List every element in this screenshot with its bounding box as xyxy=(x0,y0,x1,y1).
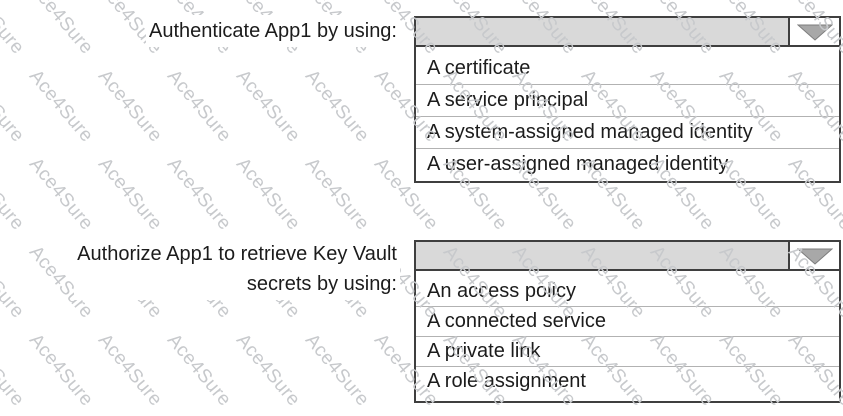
watermark-text: Ace4Sure xyxy=(300,154,374,235)
dropdown-option[interactable]: A private link xyxy=(416,336,839,366)
watermark-text: Ace4Sure xyxy=(93,154,167,235)
watermark-text: Ace4Sure xyxy=(162,66,236,147)
dropdown-authenticate-options: A certificate A service principal A syst… xyxy=(416,47,839,180)
watermark-text: Ace4Sure xyxy=(300,330,374,411)
watermark-text: Ace4Sure xyxy=(300,66,374,147)
question-1-label-line: Authenticate App1 by using: xyxy=(149,20,397,42)
dropdown-authorize-header[interactable] xyxy=(416,242,839,271)
watermark-text: Ace4Sure xyxy=(0,66,29,147)
dropdown-authenticate-value[interactable] xyxy=(416,18,788,45)
watermark-text: Ace4Sure xyxy=(24,154,98,235)
chevron-down-icon xyxy=(796,24,833,41)
watermark-text: Ace4Sure xyxy=(24,66,98,147)
dropdown-authorize: An access policy A connected service A p… xyxy=(414,240,841,403)
watermark-text: Ace4Sure xyxy=(24,0,98,59)
question-2-label-line: secrets by using: xyxy=(246,273,397,295)
dropdown-option[interactable]: A system-assigned managed identity xyxy=(416,116,839,148)
dropdown-authenticate: A certificate A service principal A syst… xyxy=(414,16,841,183)
dropdown-option[interactable]: An access policy xyxy=(427,279,576,302)
watermark-text: Ace4Sure xyxy=(0,0,29,59)
watermark-text: Ace4Sure xyxy=(231,154,305,235)
watermark-text: Ace4Sure xyxy=(93,66,167,147)
dropdown-authenticate-arrow-button[interactable] xyxy=(788,18,839,45)
question-2-label-line: Authorize App1 to retrieve Key Vault xyxy=(77,243,397,265)
watermark-text: Ace4Sure xyxy=(0,242,29,323)
dropdown-authorize-arrow-button[interactable] xyxy=(788,242,839,269)
dropdown-option[interactable]: A user-assigned managed identity xyxy=(416,148,839,180)
watermark-text: Ace4Sure xyxy=(24,330,98,411)
watermark-text: Ace4Sure xyxy=(0,330,29,411)
watermark-text: Ace4Sure xyxy=(231,66,305,147)
watermark-text: Ace4Sure xyxy=(162,154,236,235)
watermark-text: Ace4Sure xyxy=(0,154,29,235)
watermark-text: Ace4Sure xyxy=(162,330,236,411)
watermark-text: Ace4Sure xyxy=(93,330,167,411)
dropdown-option[interactable]: A role assignment xyxy=(416,366,839,396)
chevron-down-icon xyxy=(796,248,833,265)
question-1-label: Authenticate App1 by using: xyxy=(146,15,400,47)
dropdown-authorize-options: An access policy A connected service A p… xyxy=(416,271,839,396)
dropdown-authenticate-header[interactable] xyxy=(416,18,839,47)
dropdown-option[interactable]: A connected service xyxy=(416,306,839,336)
question-2-label: Authorize App1 to retrieve Key Vault sec… xyxy=(74,238,400,300)
dropdown-authorize-value[interactable] xyxy=(416,242,788,269)
watermark-text: Ace4Sure xyxy=(231,330,305,411)
dropdown-option[interactable]: A service principal xyxy=(416,84,839,116)
dropdown-option[interactable]: A certificate xyxy=(427,56,531,79)
